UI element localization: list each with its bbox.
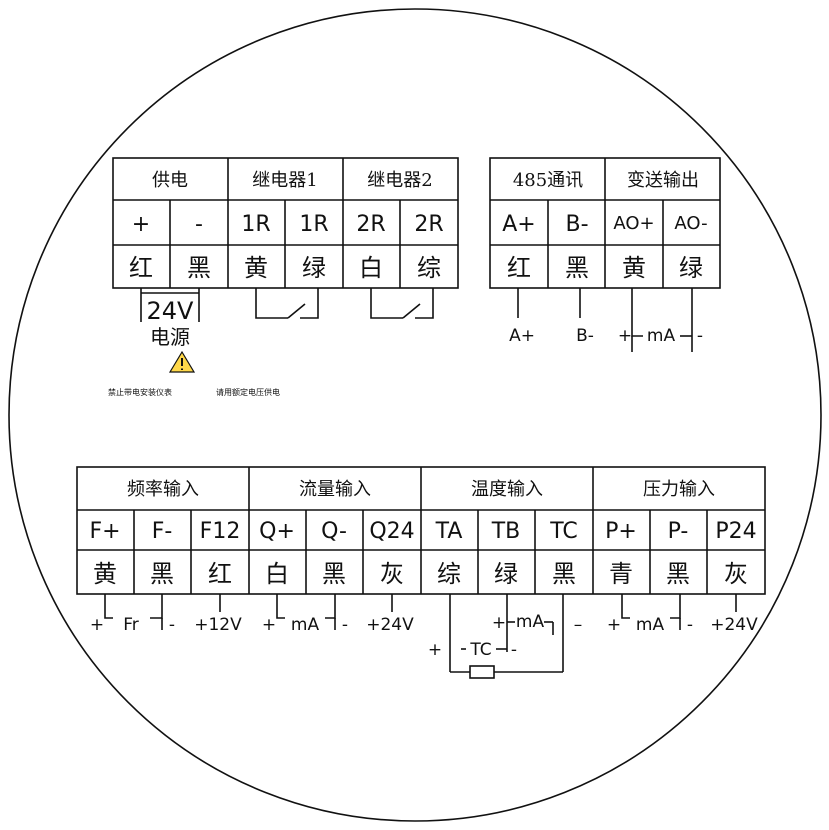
terminal-1r-b: 1R	[299, 212, 328, 237]
wire-color-green: 绿	[494, 560, 518, 588]
terminal-tb: TB	[491, 519, 521, 544]
freq-lead-12v: +12V	[194, 615, 242, 635]
header-transmit-output: 变送输出	[627, 170, 699, 191]
terminal-ta: TA	[435, 519, 463, 544]
terminal-p-plus: P+	[605, 519, 637, 544]
warning-no-live-install: 禁止带电安装仪表	[108, 387, 172, 397]
temp-lead-ma: mA	[516, 612, 545, 632]
wire-color-black: 黑	[565, 254, 589, 282]
terminal-q24: Q24	[369, 519, 414, 544]
press-lead-ma: mA	[636, 615, 665, 635]
press-lead-24v: +24V	[710, 615, 758, 635]
temp-lead-tc: TC	[469, 640, 491, 660]
wire-color-brown: 综	[417, 254, 441, 282]
terminal-f-minus: F-	[152, 519, 173, 544]
wire-color-black: 黑	[150, 560, 174, 588]
terminal-ao-plus: AO+	[613, 213, 654, 234]
terminal-a-plus: A+	[502, 212, 535, 237]
press-lead-minus: -	[687, 615, 693, 635]
wire-color-white: 白	[265, 560, 289, 588]
lead-label-ao-minus: -	[697, 326, 703, 346]
terminal-2r-a: 2R	[356, 212, 385, 237]
terminal-1r-a: 1R	[241, 212, 270, 237]
terminal-power-plus: +	[132, 212, 150, 237]
wire-color-red: 红	[507, 254, 531, 282]
terminal-power-minus: -	[195, 212, 203, 237]
header-485-comm: 485通讯	[513, 170, 583, 191]
terminal-2r-b: 2R	[414, 212, 443, 237]
wire-color-gray: 灰	[724, 560, 748, 588]
header-relay-2: 继电器2	[367, 170, 432, 191]
terminal-f12: F12	[200, 519, 241, 544]
temp-lead-plus-lower: +	[428, 640, 442, 660]
terminal-q-minus: Q-	[321, 519, 347, 544]
input-block	[76, 466, 766, 595]
lead-label-ao-ma: mA	[647, 326, 676, 346]
comm-leads	[517, 288, 693, 352]
freq-lead-minus: -	[169, 615, 175, 635]
flow-lead-ma: mA	[291, 615, 320, 635]
wire-color-green: 绿	[302, 254, 326, 282]
wire-color-yellow: 黄	[244, 254, 268, 282]
wire-color-red: 红	[208, 560, 232, 588]
header-flow-input: 流量输入	[299, 479, 371, 500]
wire-color-gray: 灰	[380, 560, 404, 588]
flow-lead-24v: +24V	[366, 615, 414, 635]
temp-lead-minus-lower: -	[511, 640, 517, 660]
flow-lead-minus: -	[342, 615, 348, 635]
lead-label-a-plus: A+	[509, 326, 535, 346]
supply-voltage-label: 24V	[147, 297, 195, 325]
terminal-b-minus: B-	[565, 212, 588, 237]
terminal-ao-minus: AO-	[674, 213, 707, 234]
header-frequency-input: 频率输入	[127, 479, 199, 500]
meter-outline-circle	[8, 8, 822, 822]
terminal-q-plus: Q+	[259, 519, 295, 544]
wire-color-white: 白	[359, 254, 383, 282]
relay2-contact-symbol	[370, 288, 434, 319]
wire-color-green: 绿	[679, 254, 703, 282]
wire-color-black: 黑	[187, 254, 211, 282]
terminal-tc: TC	[549, 519, 578, 544]
header-temperature-input: 温度输入	[471, 479, 543, 500]
wire-color-red: 红	[129, 254, 153, 282]
temp-lead-minus-upper: –	[574, 615, 583, 635]
lead-label-ao-plus: +	[618, 326, 632, 346]
lead-label-b-minus: B-	[576, 326, 594, 346]
freq-leads	[104, 594, 221, 630]
temp-lead-plus-upper: +	[492, 613, 506, 633]
power-relay-block	[112, 157, 459, 289]
freq-lead-fr: Fr	[123, 615, 139, 635]
wire-color-black: 黑	[666, 560, 690, 588]
comm-output-block	[489, 157, 721, 289]
terminal-f-plus: F+	[89, 519, 120, 544]
freq-lead-plus: +	[90, 615, 104, 635]
header-power-supply: 供电	[152, 170, 188, 191]
wire-color-black: 黑	[322, 560, 346, 588]
power-source-label: 电源	[150, 325, 190, 349]
header-relay-1: 继电器1	[252, 170, 317, 191]
flow-leads	[276, 594, 393, 630]
terminal-p24: P24	[715, 519, 756, 544]
press-leads	[621, 594, 737, 630]
terminal-p-minus: P-	[668, 519, 689, 544]
tc-resistor-symbol	[469, 665, 495, 679]
power-leads	[140, 288, 200, 322]
wire-color-yellow: 黄	[93, 560, 117, 588]
flow-lead-plus: +	[262, 615, 276, 635]
press-lead-plus: +	[607, 615, 621, 635]
relay1-contact-symbol	[255, 288, 319, 319]
wire-color-yellow: 黄	[622, 254, 646, 282]
header-pressure-input: 压力输入	[643, 479, 715, 500]
temp-leads	[449, 594, 564, 673]
wire-color-cyan: 青	[609, 560, 633, 588]
warning-triangle-icon	[168, 350, 196, 373]
warning-rated-voltage: 请用额定电压供电	[216, 387, 280, 397]
wire-color-brown: 综	[437, 560, 461, 588]
wire-color-black: 黑	[552, 560, 576, 588]
